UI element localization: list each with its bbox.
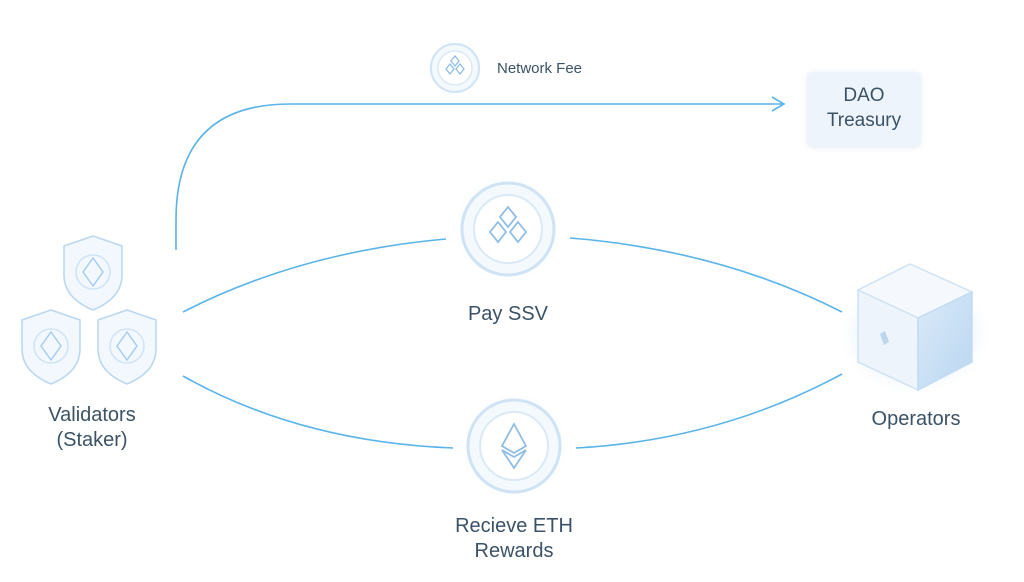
reward-label-line1: Recieve ETH (455, 515, 573, 537)
reward-label-line2: Rewards (474, 540, 554, 562)
pay-ssv-flow-line-left (182, 238, 447, 313)
validator-shield-icon (21, 309, 81, 385)
validators-label-line1: Validators (48, 404, 136, 426)
reward-flow-line-right (575, 373, 843, 449)
dao-treasury-label-line1: DAO (843, 85, 885, 107)
ssv-token-icon (452, 173, 564, 285)
dao-treasury-box: DAO Treasury (808, 72, 920, 146)
operators-label: Operators (871, 408, 961, 430)
eth-token-icon (458, 390, 570, 502)
pay-ssv-label: Pay SSV (467, 303, 549, 325)
validator-shield-icon (97, 309, 157, 385)
network-fee-flow-line (175, 103, 782, 250)
validator-shield-icon (63, 235, 123, 311)
network-fee-label: Network Fee (497, 60, 583, 77)
validators-label-line2: (Staker) (56, 429, 128, 451)
reward-flow-line-left (182, 375, 454, 449)
arrow-right-icon (771, 96, 786, 112)
pay-ssv-flow-line-right (569, 237, 843, 313)
reward-label: Recieve ETH Rewards (420, 514, 608, 564)
validators-label: Validators (Staker) (22, 403, 162, 453)
ssv-token-icon (425, 38, 485, 98)
dao-treasury-label-line2: Treasury (826, 110, 902, 131)
operator-cube-icon (835, 263, 995, 397)
